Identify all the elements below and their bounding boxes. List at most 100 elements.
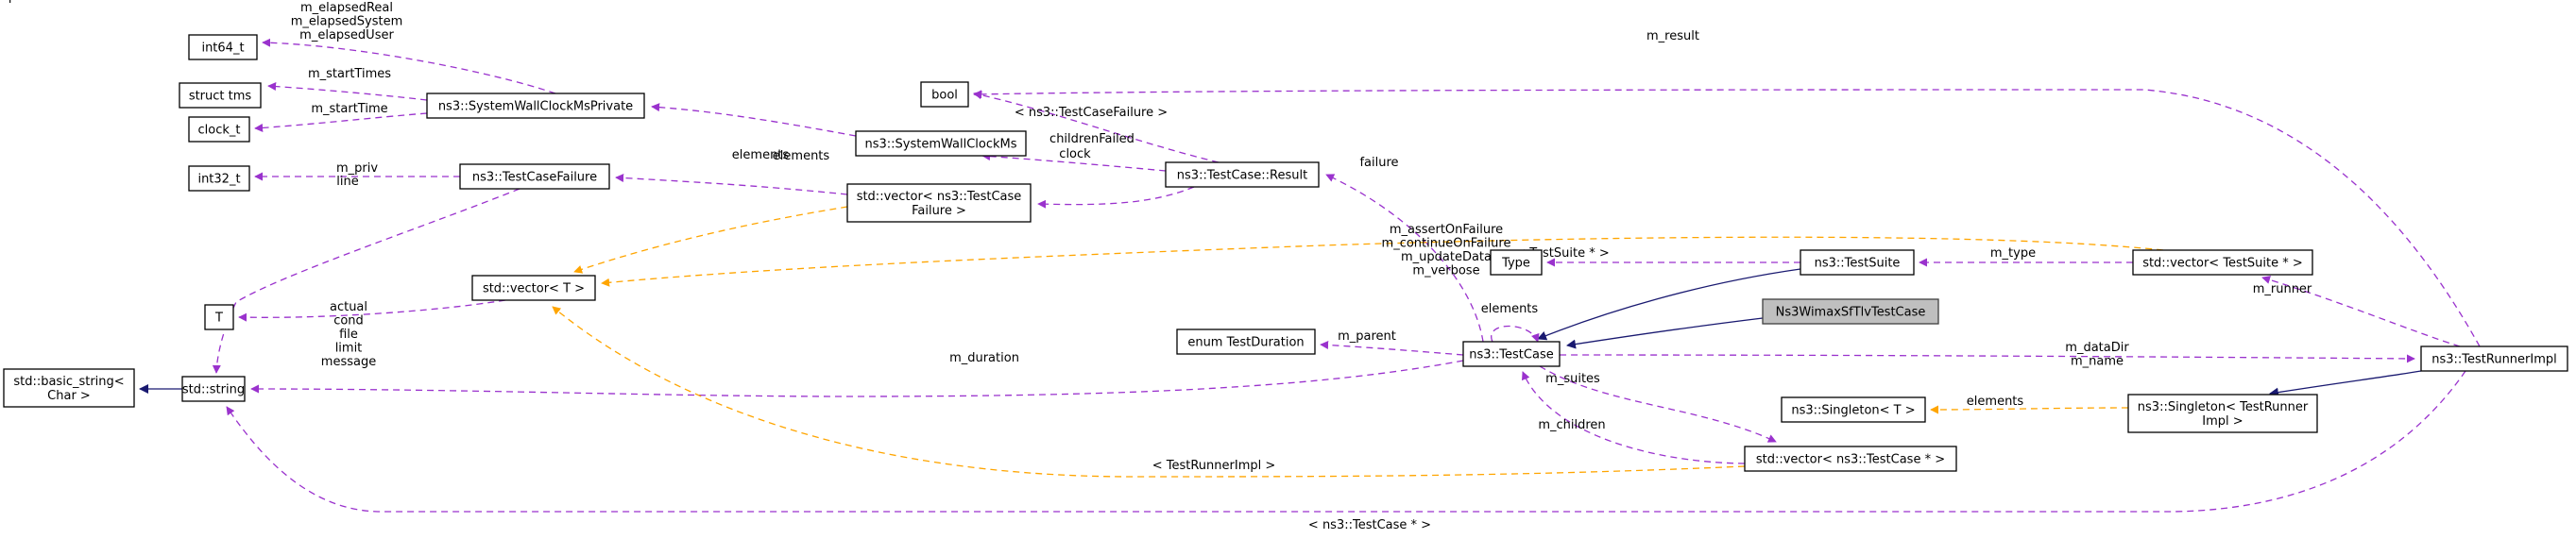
class-node-box <box>1744 446 1957 472</box>
class-node-label: Impl > <box>2202 414 2243 429</box>
class-node-singleton-T[interactable]: ns3::Singleton< T > <box>1781 396 1926 423</box>
edge-label-line: elements <box>1967 395 2024 409</box>
edge-label-line: m_runner <box>2253 282 2312 296</box>
class-node-label: ns3::TestCase::Result <box>1177 169 1307 183</box>
edge-label-singleton_runner-to-singleton_T: < TestRunnerImpl > <box>1152 459 1276 473</box>
edge-label-line: m_elapsedSystem <box>291 15 403 29</box>
edge-test_case_failure-to-std_string <box>212 188 520 374</box>
edge-swcm_private-to-int64_t <box>262 38 556 94</box>
class-node-enum-duration[interactable]: enum TestDuration <box>1176 328 1316 355</box>
class-node-label: ns3::SystemWallClockMs <box>864 138 1016 152</box>
class-node-box <box>426 93 645 119</box>
edge-tc_result-to-swcm <box>981 152 1167 172</box>
edge-label-test_case-to-vector_tc: m_children <box>1538 418 1605 432</box>
class-node-test-case-failure[interactable]: ns3::TestCaseFailure <box>459 163 610 190</box>
edge-label-line: elements <box>732 148 790 162</box>
class-node-box <box>188 116 250 143</box>
edge-label-line: m_priv <box>336 161 378 176</box>
edge-label-line: m_dataDir <box>2065 341 2129 355</box>
edge-label-test_case-to-runner_impl: m_runner <box>2253 282 2312 296</box>
class-node-label: int32_t <box>197 173 240 187</box>
edge-label-test_case_failure-to-int32_t: line <box>336 175 358 189</box>
edge-label-runner_impl-to-std_string: m_tempDir <box>0 0 35 4</box>
class-node-label: ns3::TestCaseFailure <box>472 171 597 185</box>
class-node-label: std::string <box>182 383 245 397</box>
class-node-label: ns3::TestSuite <box>1815 257 1901 271</box>
class-node-box <box>1490 249 1543 276</box>
edge-label-line: m_parent <box>1338 329 1396 344</box>
class-node-box <box>1462 341 1561 367</box>
edge-test_case-to-enum_duration <box>1320 340 1464 356</box>
edge-swcm_private-to-struct_tms <box>267 82 428 101</box>
edge-vector_suite-to-vector_T <box>601 236 2164 287</box>
class-node-box <box>204 304 234 330</box>
edge-runner_impl-to-bool <box>973 89 2481 347</box>
edge-vector_T-to-T <box>238 299 506 322</box>
edge-label-line: m_continueOnFailure <box>1382 237 1511 251</box>
class-node-box <box>1781 396 1926 423</box>
edge-label-line: m_verbose <box>1412 264 1479 278</box>
edge-label-test_case-to-enum_duration: m_duration <box>949 351 1019 365</box>
class-node-label: std::basic_string< <box>13 375 124 389</box>
class-node-box <box>846 183 1032 223</box>
class-node-test-suite[interactable]: ns3::TestSuite <box>1800 249 1915 276</box>
class-node-basic-string[interactable]: std::basic_string<Char > <box>3 368 135 408</box>
class-node-vector-tcf[interactable]: std::vector< ns3::TestCaseFailure > <box>846 183 1032 223</box>
class-node-box <box>1762 298 1939 325</box>
class-node-label: std::vector< T > <box>483 282 585 296</box>
edge-label-tc_result-to-vector_tcf: failure <box>1359 156 1398 170</box>
edge-vector_tc-to-vector_T <box>552 306 1746 478</box>
class-node-box <box>179 82 262 109</box>
class-node-bool[interactable]: bool <box>920 81 969 108</box>
class-node-label: std::vector< ns3::TestCase * > <box>1756 453 1945 467</box>
edge-label-line: m_elapsedReal <box>300 1 393 15</box>
edge-label-line: m_updateData <box>1401 250 1492 264</box>
class-node-ns3-wimax[interactable]: Ns3WimaxSfTlvTestCase <box>1762 298 1939 325</box>
class-node-label: Type <box>1501 257 1530 271</box>
edge-label-line: m_duration <box>949 351 1019 365</box>
edge-label-runner_impl-to-vector_suite: m_suites <box>1545 372 1600 386</box>
class-node-box <box>2132 249 2313 276</box>
edge-label-line: elements <box>1481 302 1539 316</box>
edge-label-line: failure <box>1359 156 1398 170</box>
edge-label-swcm_private-to-struct_tms: m_startTimes <box>308 67 391 81</box>
class-node-swcm-private[interactable]: ns3::SystemWallClockMsPrivate <box>426 93 645 119</box>
edge-label-line: clock <box>1059 147 1091 161</box>
class-node-singleton-runner[interactable]: ns3::Singleton< TestRunnerImpl > <box>2127 394 2318 433</box>
class-node-T[interactable]: T <box>204 304 234 330</box>
edge-label-line: file <box>339 328 358 342</box>
class-node-label: T <box>214 312 223 326</box>
edge-label-line: limit <box>335 342 363 356</box>
class-node-label: Failure > <box>912 204 966 218</box>
edge-test_case-to-tc_result <box>1325 174 1484 343</box>
edge-label-line: < TestRunnerImpl > <box>1152 459 1276 473</box>
class-node-vector-T[interactable]: std::vector< T > <box>471 275 596 301</box>
class-node-test-case[interactable]: ns3::TestCase <box>1462 341 1561 367</box>
class-node-box <box>2127 394 2318 433</box>
edge-runner_impl-to-vector_suite <box>2261 276 2461 347</box>
class-node-vector-suite[interactable]: std::vector< TestSuite * > <box>2132 249 2313 276</box>
class-node-runner-impl[interactable]: ns3::TestRunnerImpl <box>2420 345 2568 372</box>
edge-label-vector_tcf-to-test_case_failure: elements <box>773 149 830 163</box>
class-node-label: Ns3WimaxSfTlvTestCase <box>1776 306 1926 320</box>
edge-ns3_wimax-to-test_case <box>1566 317 1764 349</box>
class-node-tc-result[interactable]: ns3::TestCase::Result <box>1165 161 1320 188</box>
class-node-clock-t[interactable]: clock_t <box>188 116 250 143</box>
edge-test_case-to-runner_impl <box>1559 354 2415 363</box>
class-node-int32-t[interactable]: int32_t <box>188 165 250 192</box>
class-node-vector-tc[interactable]: std::vector< ns3::TestCase * > <box>1744 446 1957 472</box>
class-node-label: int64_t <box>201 42 244 56</box>
class-node-std-string[interactable]: std::string <box>181 376 246 402</box>
edge-label-tc_result-to-bool: childrenFailed <box>1049 132 1134 146</box>
edge-label-line: line <box>336 175 358 189</box>
class-node-type[interactable]: Type <box>1490 249 1543 276</box>
class-node-int64-t[interactable]: int64_t <box>188 34 258 60</box>
class-node-swcm[interactable]: ns3::SystemWallClockMs <box>855 130 1027 157</box>
class-node-struct-tms[interactable]: struct tms <box>179 82 262 109</box>
edge-label-line: m_tempDir <box>0 0 35 4</box>
edges-layer <box>139 38 2481 513</box>
class-node-box <box>2420 345 2568 372</box>
